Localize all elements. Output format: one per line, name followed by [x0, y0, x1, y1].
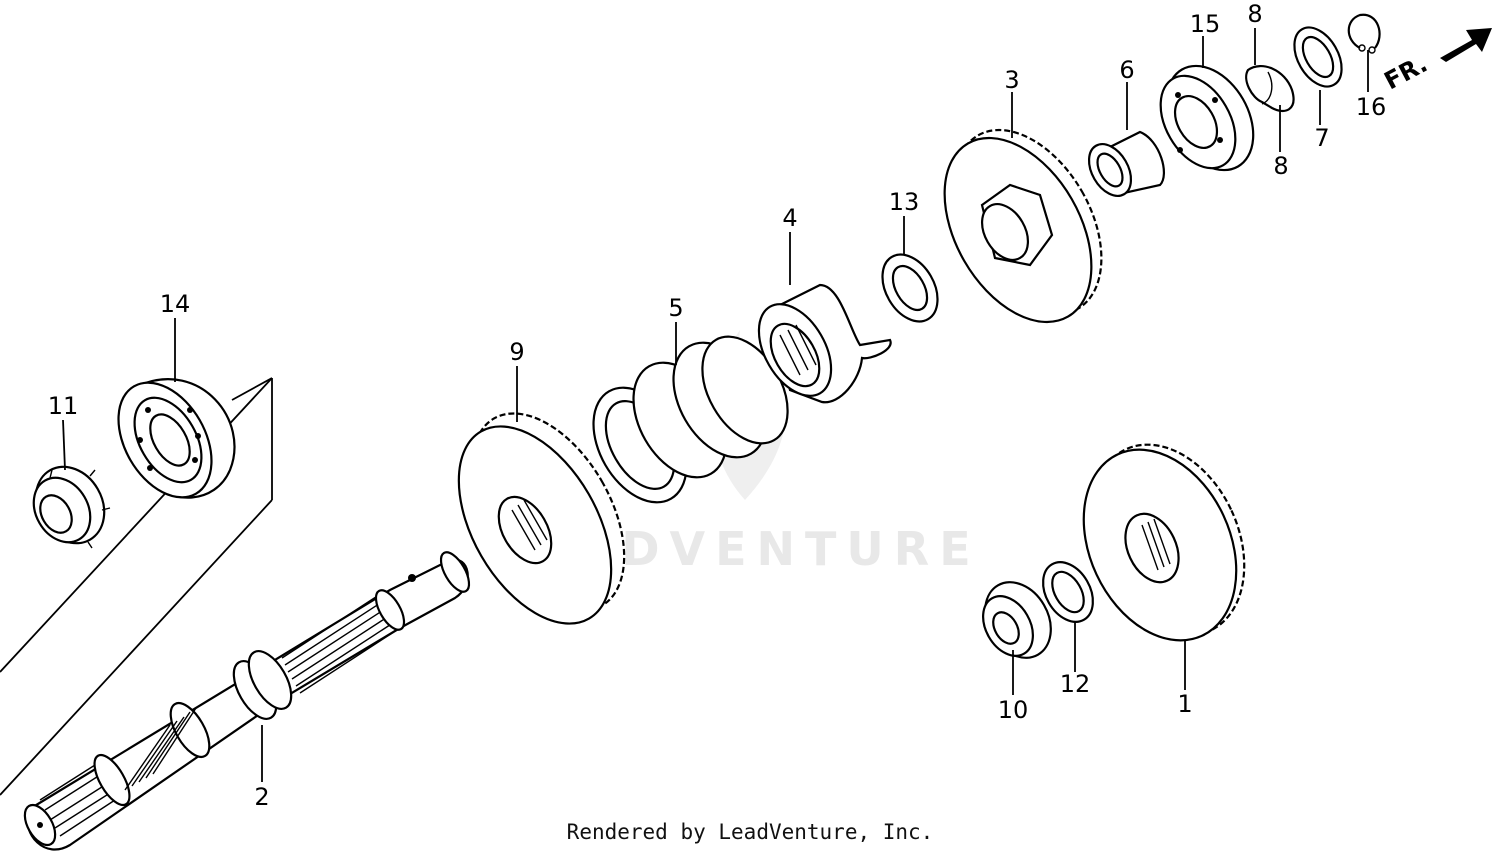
callout-9: 9: [509, 338, 524, 366]
part-12-washer[interactable]: [1033, 553, 1103, 630]
part-4-fork[interactable]: [744, 283, 892, 408]
part-15-bearing[interactable]: [1145, 51, 1271, 186]
callout-13: 13: [889, 188, 920, 216]
part-3-gear[interactable]: [914, 104, 1131, 347]
front-direction-indicator: FR.: [1380, 28, 1492, 95]
part-9-gear[interactable]: [427, 387, 655, 649]
callout-2: 2: [254, 783, 269, 811]
callout-10: 10: [998, 696, 1029, 724]
part-16-circlip[interactable]: [1347, 13, 1381, 54]
callout-14: 14: [160, 290, 191, 318]
part-11-nut[interactable]: [22, 454, 117, 555]
callout-6: 6: [1119, 56, 1134, 84]
callout-8-bottom: 8: [1273, 152, 1288, 180]
part-13-washer[interactable]: [871, 245, 949, 331]
footer-credit: Rendered by LeadVenture, Inc.: [566, 820, 934, 844]
callout-numbers: 14 11 9 5 4 13 3 6 15 8 8 7 16 2 1 12 10: [48, 0, 1387, 811]
part-8-collar[interactable]: [1245, 64, 1295, 113]
leader-lines: [62, 28, 1369, 782]
part-2-shaft[interactable]: [19, 548, 475, 851]
callout-1: 1: [1177, 690, 1192, 718]
part-14-bearing[interactable]: [99, 366, 236, 513]
callout-16: 16: [1356, 93, 1387, 121]
callout-4: 4: [782, 204, 797, 232]
callout-3: 3: [1004, 66, 1019, 94]
callout-7: 7: [1314, 124, 1329, 152]
part-7-washer[interactable]: [1285, 19, 1352, 94]
part-5-spring[interactable]: [574, 322, 805, 519]
front-arrow-icon: [1440, 28, 1492, 62]
callout-15: 15: [1190, 10, 1221, 38]
callout-5: 5: [668, 294, 683, 322]
front-label: FR.: [1380, 50, 1432, 96]
callout-12: 12: [1060, 670, 1091, 698]
part-1-gear[interactable]: [1054, 420, 1273, 665]
part-10-nut[interactable]: [972, 570, 1064, 669]
callout-8-top: 8: [1247, 0, 1262, 28]
callout-11: 11: [48, 392, 79, 420]
part-6-collar[interactable]: [1080, 130, 1165, 203]
